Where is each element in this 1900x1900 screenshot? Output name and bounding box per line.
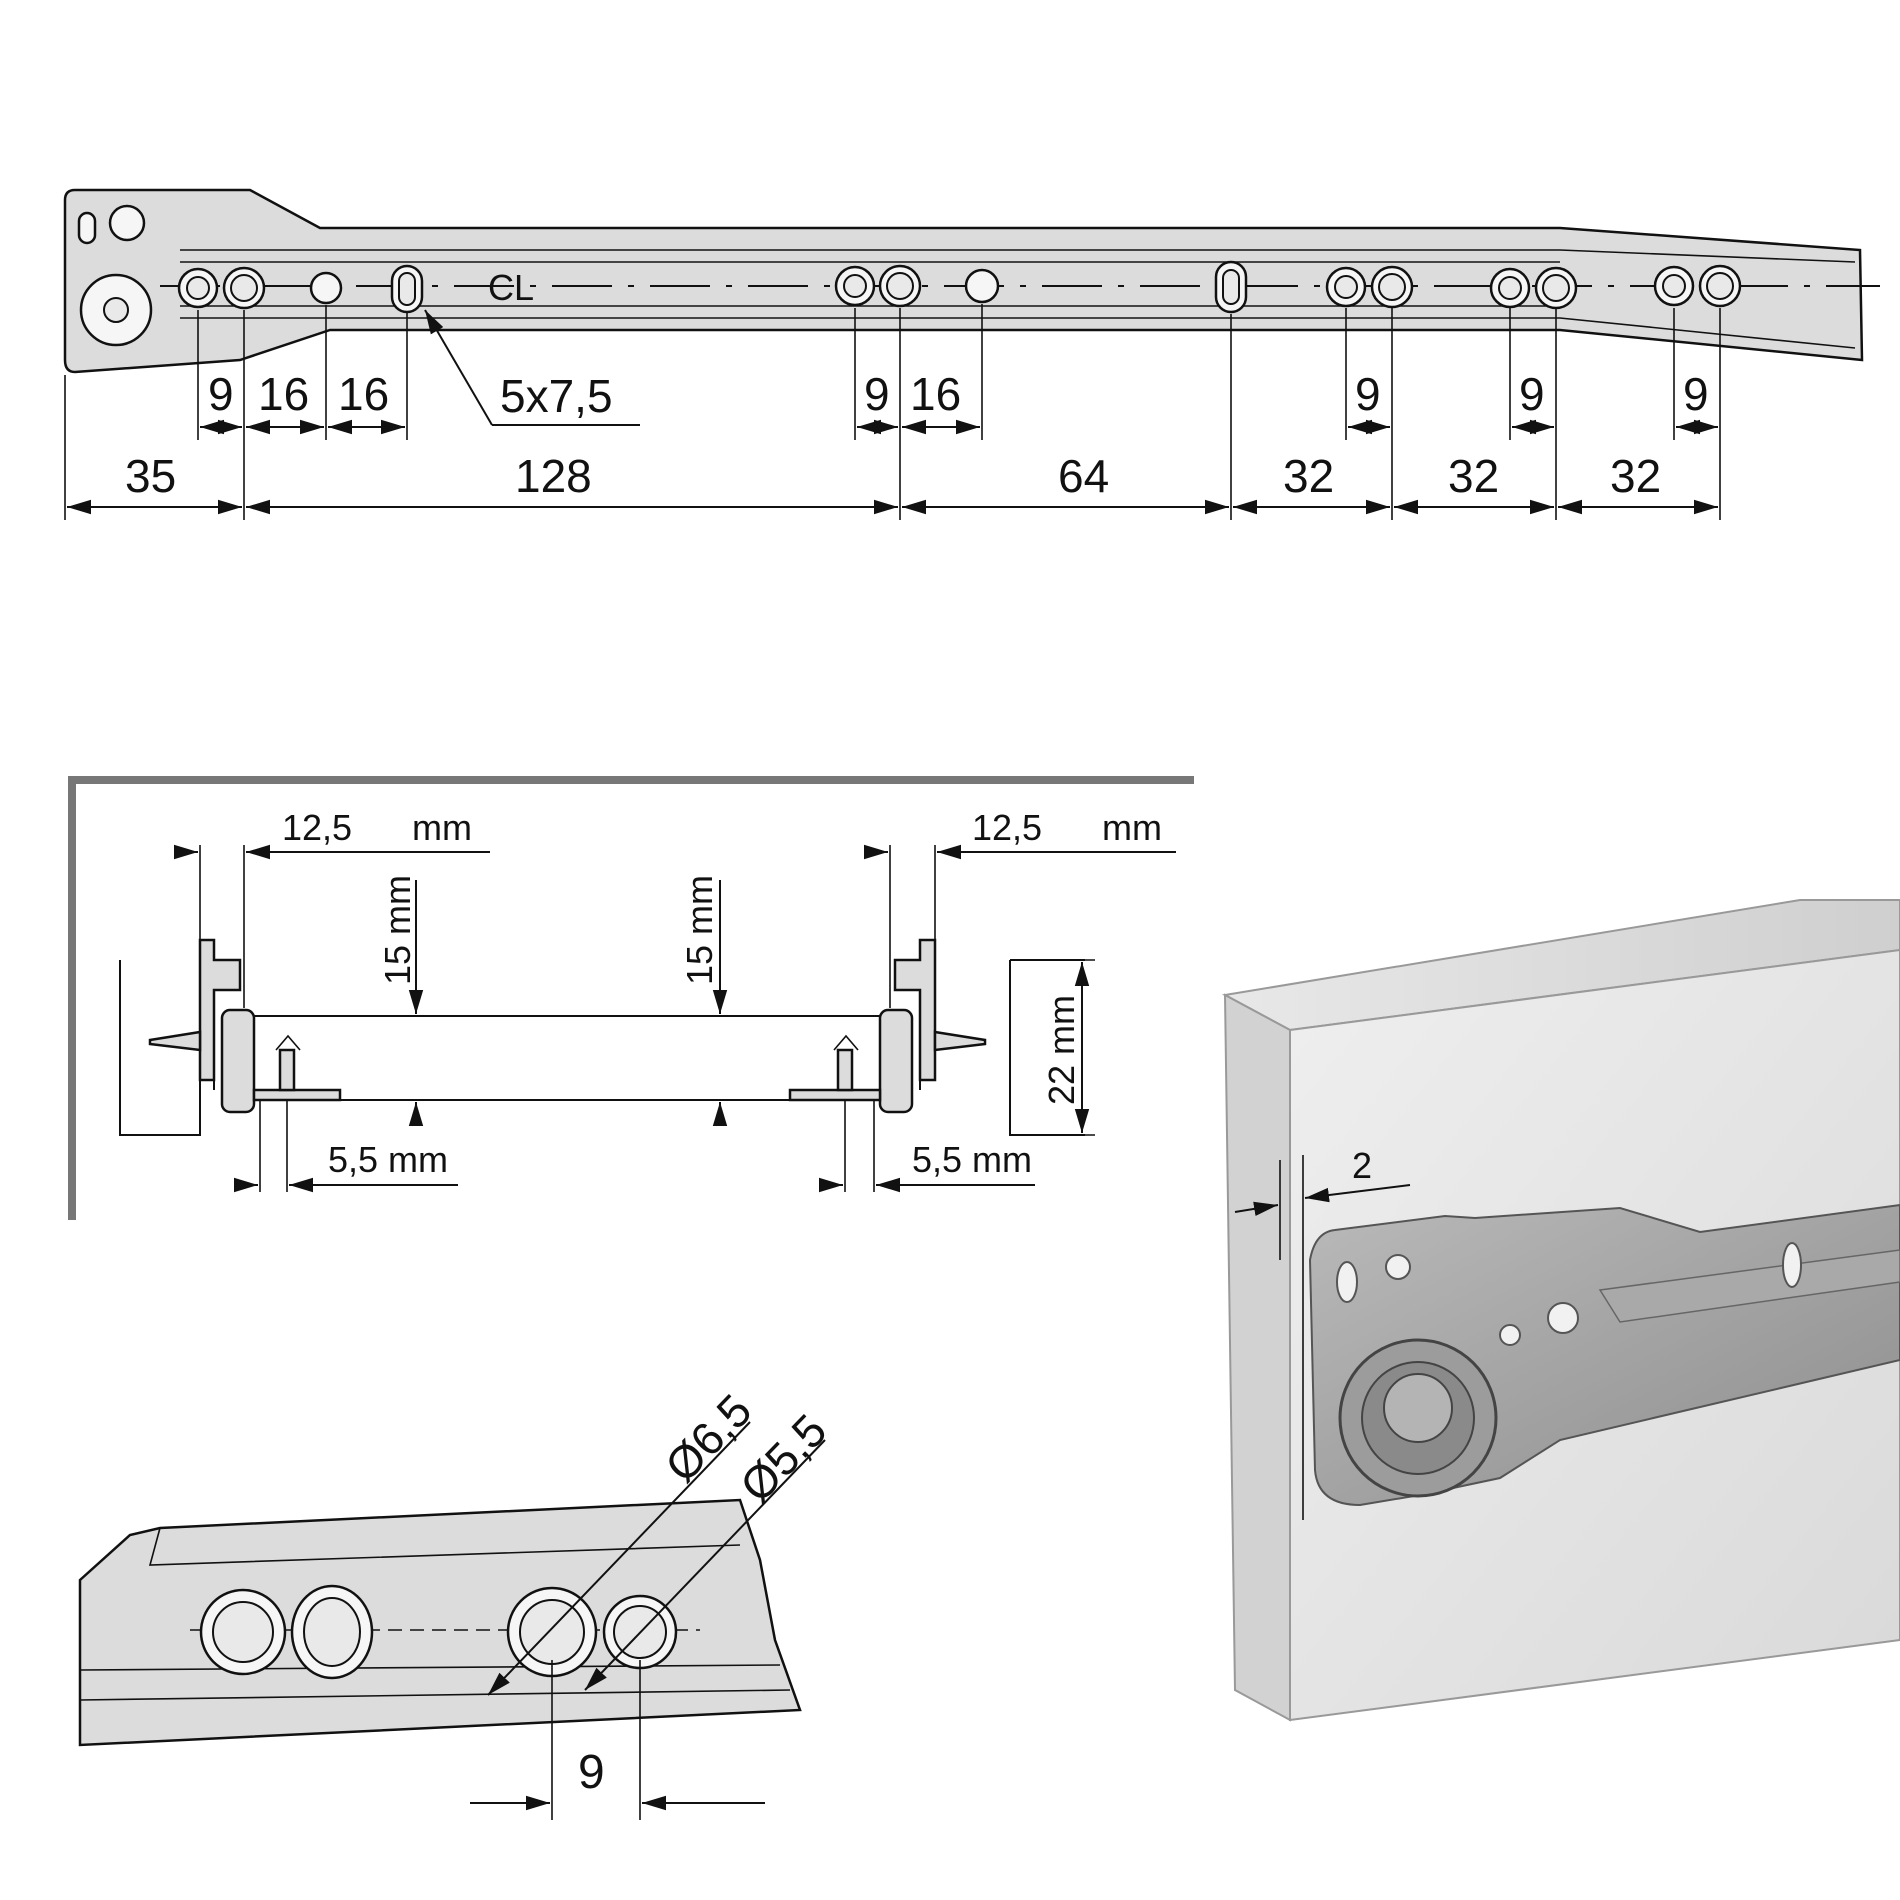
right-runner-profile — [788, 938, 987, 1114]
small-dimension-row: 9 16 16 9 16 9 9 9 — [200, 368, 1718, 435]
runner-end-holes — [77, 204, 153, 347]
plate-hole-3 — [1547, 1302, 1579, 1334]
plate-hole-2 — [1499, 1324, 1521, 1346]
dim-small-6: 9 — [1355, 368, 1381, 420]
dim-large-32c: 32 — [1610, 450, 1661, 502]
hole-e2-inner — [1542, 274, 1570, 302]
slot-callout: 5x7,5 — [500, 370, 613, 422]
slot-c1-inner — [1222, 269, 1240, 305]
dim-small-7: 9 — [1519, 368, 1545, 420]
runner-body — [63, 188, 1864, 374]
hole-a2-inner — [230, 274, 258, 302]
dim-small-1: 9 — [208, 368, 234, 420]
mount-hole — [108, 204, 146, 242]
runner-edge-top — [180, 249, 1856, 263]
setback-label: 2 — [1352, 1145, 1372, 1186]
runner-side-view: CL 5x7,5 — [63, 188, 1880, 520]
hole-a1-inner — [186, 276, 210, 300]
large-dimension-row: 35 128 64 32 32 32 — [67, 450, 1718, 515]
hole-b2-inner — [886, 272, 914, 300]
hole-f2-inner — [1706, 272, 1734, 300]
plate-slot-2 — [1782, 1242, 1802, 1288]
diameter-55-leader — [584, 1439, 826, 1691]
hole-detail-view: Ø6,5 Ø5,5 9 — [78, 1384, 836, 1820]
spacing-label: 9 — [578, 1746, 605, 1799]
hole-b3 — [964, 268, 1000, 304]
hole-e1-inner — [1498, 276, 1522, 300]
runner-edge-bottom — [180, 317, 1856, 349]
center-height-label: 15 mm — [679, 875, 720, 985]
hole-f1-inner — [1662, 274, 1686, 298]
slot-hole — [77, 211, 97, 245]
dim-large-32b: 32 — [1448, 450, 1499, 502]
right-offset-value: 12,5 — [972, 807, 1042, 848]
hole-d1-inner — [1334, 275, 1358, 299]
cabinet-frame — [68, 776, 1194, 1220]
plate-hole-1 — [1385, 1254, 1411, 1280]
extension-lines — [64, 304, 1721, 520]
dim-small-3: 16 — [338, 368, 389, 420]
slot-a4-inner — [398, 272, 416, 306]
slot-leader — [424, 309, 493, 426]
dim-small-5: 16 — [910, 368, 961, 420]
right-screw-label: 5,5 mm — [912, 1139, 1032, 1180]
dim-small-8: 9 — [1683, 368, 1709, 420]
setback-arrow-right — [1304, 1184, 1411, 1203]
left-runner-profile — [148, 938, 342, 1114]
centerline-label: CL — [488, 267, 534, 308]
dim-large-35: 35 — [125, 450, 176, 502]
diameter-65-leader — [487, 1421, 751, 1696]
hole-a3 — [309, 271, 343, 305]
drawer-cross-section: 12,5 mm 12,5 mm 15 mm 15 mm 22 mm 5,5 mm… — [68, 776, 1194, 1220]
left-offset-value: 12,5 — [282, 807, 352, 848]
left-offset-unit: mm — [412, 807, 472, 848]
dim-large-64: 64 — [1058, 450, 1109, 502]
dim-small-2: 16 — [258, 368, 309, 420]
dim-large-128: 128 — [515, 450, 592, 502]
runner-mounting-holes — [177, 260, 1742, 314]
right-offset-unit: mm — [1102, 807, 1162, 848]
left-screw-label: 5,5 mm — [328, 1139, 448, 1180]
installed-runner-illustration: 2 — [1221, 899, 1900, 1722]
dim-small-4: 9 — [864, 368, 890, 420]
hole-b1-inner — [843, 274, 867, 298]
board-height-label: 22 mm — [1041, 995, 1082, 1105]
left-height-label: 15 mm — [377, 875, 418, 985]
setback-arrow-left — [1234, 1201, 1279, 1216]
hole-d2-inner — [1378, 273, 1406, 301]
plate-roller-hub — [1383, 1373, 1453, 1443]
roller-inner — [103, 297, 129, 323]
plate-slot — [1336, 1261, 1358, 1303]
board-front-face — [1223, 993, 1291, 1722]
dim-large-32a: 32 — [1283, 450, 1334, 502]
detail-runner-body — [78, 1498, 802, 1747]
